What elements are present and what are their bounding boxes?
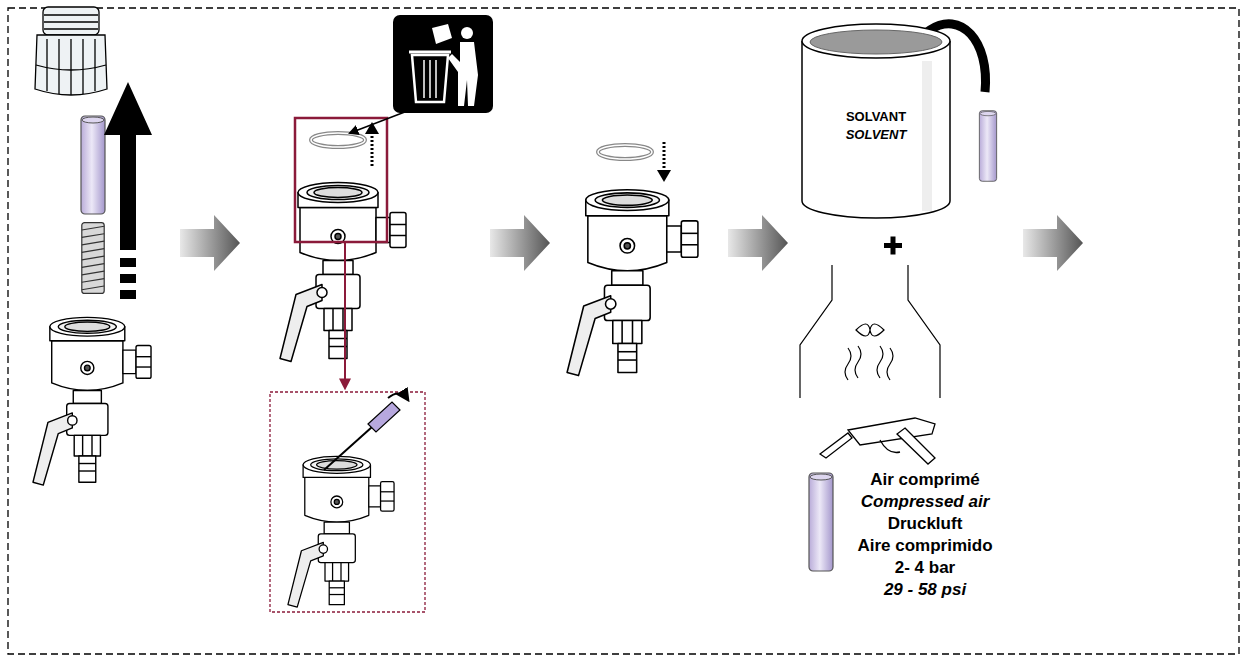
step-arrow: [1023, 215, 1083, 271]
small-down-arrow: [657, 142, 671, 182]
step-arrow: [180, 215, 240, 271]
step-arrow: [490, 215, 550, 271]
drying-hood: [800, 265, 940, 398]
o-ring: [311, 133, 365, 147]
can-label: SOLVANT: [800, 108, 952, 126]
up-arrow: [104, 82, 152, 299]
air-label: Compressed air: [840, 492, 1010, 512]
valve-body: [567, 190, 698, 376]
can-highlight: [922, 61, 932, 211]
leader-line: [350, 110, 410, 133]
air-label: 29 - 58 psi: [840, 580, 1010, 600]
step-arrow: [728, 215, 788, 271]
air-label: Air comprimé: [840, 470, 1010, 490]
o-ring: [598, 145, 652, 159]
detail-frame: [270, 392, 425, 612]
o-ring: [598, 145, 652, 159]
frame: [8, 8, 1239, 654]
can-rim: [802, 24, 950, 58]
small-up-arrow: [365, 122, 379, 168]
trash-icon: [393, 15, 493, 113]
valve-body: [33, 317, 151, 485]
spring: [82, 223, 104, 294]
screwdriver: [324, 393, 408, 470]
filter-cartridge: [81, 116, 105, 214]
filter-cartridge: [809, 473, 833, 571]
air-label: 2- 4 bar: [840, 558, 1010, 578]
detail-leader: [344, 242, 346, 388]
union-nut: [35, 7, 107, 95]
can-label: SOLVENT: [800, 126, 952, 144]
valve-body: [288, 456, 394, 607]
solvent-can: SOLVANTSOLVENT: [800, 22, 952, 220]
o-ring: [311, 133, 365, 147]
air-gun: [820, 418, 935, 464]
plus-sign: [884, 237, 902, 255]
air-label: Druckluft: [840, 514, 1010, 534]
solvent-surface: [810, 30, 942, 54]
air-label: Aire comprimido: [840, 536, 1010, 556]
filter-cartridge: [979, 111, 996, 182]
detail-frame: [295, 118, 387, 242]
